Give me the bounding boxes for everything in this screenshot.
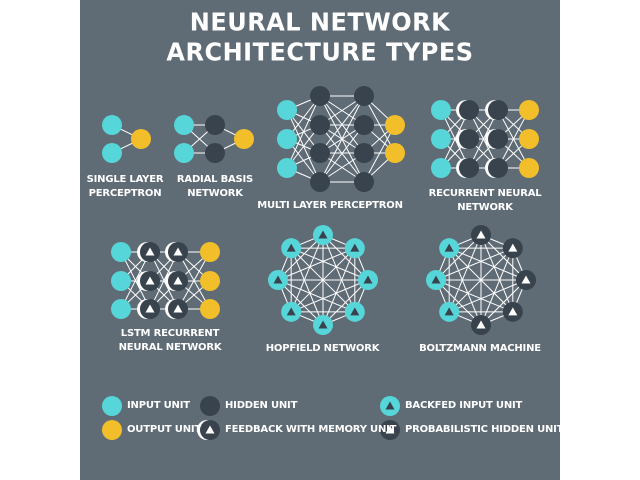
label-line: HOPFIELD NETWORK xyxy=(265,343,380,354)
title-line-2: ARCHITECTURE TYPES xyxy=(166,37,474,67)
node-output xyxy=(519,129,539,149)
node-input xyxy=(277,158,297,178)
label-line: SINGLE LAYER xyxy=(86,174,164,185)
node-input xyxy=(174,115,194,135)
node-hidden-memory xyxy=(456,100,479,120)
node-output xyxy=(519,100,539,120)
node-memory xyxy=(165,242,188,262)
node-memory xyxy=(197,420,220,440)
label-single-layer-perceptron: SINGLE LAYER PERCEPTRON xyxy=(80,173,170,201)
label-line: NEURAL NETWORK xyxy=(118,342,222,353)
legend-label-memory: FEEDBACK WITH MEMORY UNIT xyxy=(225,424,397,435)
node-output xyxy=(385,115,405,135)
label-line: MULTI LAYER PERCEPTRON xyxy=(257,200,403,211)
node-memory xyxy=(137,299,160,319)
label-radial-basis-network: RADIAL BASIS NETWORK xyxy=(170,173,260,201)
node-hidden-memory xyxy=(485,129,508,149)
node-hidden xyxy=(310,172,330,192)
poster: NEURAL NETWORK ARCHITECTURE TYPES SINGLE… xyxy=(80,0,564,480)
label-multi-layer-perceptron: MULTI LAYER PERCEPTRON xyxy=(250,199,410,213)
node-input xyxy=(102,115,122,135)
node-output xyxy=(385,143,405,163)
node-backfed-input xyxy=(358,270,378,290)
node-backfed-input xyxy=(268,270,288,290)
node-output xyxy=(102,420,122,440)
node-backfed-input xyxy=(313,315,333,335)
node-probabilistic-hidden xyxy=(502,238,523,259)
node-hidden-memory xyxy=(485,100,508,120)
label-lstm-recurrent-neural-network: LSTM RECURRENT NEURAL NETWORK xyxy=(105,327,235,355)
node-output xyxy=(200,299,220,319)
node-hidden-memory xyxy=(456,129,479,149)
label-line: PERCEPTRON xyxy=(88,188,162,199)
node-backfed-input xyxy=(380,396,400,416)
node-input xyxy=(111,271,131,291)
node-output xyxy=(200,271,220,291)
label-line: RADIAL BASIS xyxy=(176,174,254,185)
edges-multi-layer-perceptron xyxy=(286,95,396,183)
node-hidden xyxy=(354,172,374,192)
node-input xyxy=(431,100,451,120)
edges-boltzmann-machine xyxy=(435,234,527,326)
node-input xyxy=(431,129,451,149)
legend-label-probabilistic-hidden: PROBABILISTIC HIDDEN UNIT xyxy=(405,424,564,435)
node-backfed-input xyxy=(281,301,302,322)
node-input xyxy=(431,158,451,178)
node-output xyxy=(131,129,151,149)
legend-label-input: INPUT UNIT xyxy=(127,400,190,411)
node-input xyxy=(102,396,122,416)
node-hidden-memory xyxy=(456,158,479,178)
node-input xyxy=(111,299,131,319)
node-backfed-input xyxy=(426,270,446,290)
node-probabilistic-hidden xyxy=(516,270,536,290)
legend-label-backfed-input: BACKFED INPUT UNIT xyxy=(405,400,523,411)
node-probabilistic-hidden xyxy=(471,315,491,335)
node-input xyxy=(277,100,297,120)
node-input xyxy=(102,143,122,163)
node-memory xyxy=(137,271,160,291)
edges-hopfield-network xyxy=(277,234,369,326)
label-hopfield-network: HOPFIELD NETWORK xyxy=(255,342,390,356)
node-probabilistic-hidden xyxy=(471,225,491,245)
label-recurrent-neural-network: RECURRENT NEURAL NETWORK xyxy=(420,187,550,215)
network-diagrams xyxy=(102,86,539,440)
node-backfed-input xyxy=(313,225,333,245)
node-probabilistic-hidden xyxy=(380,420,400,440)
node-hidden xyxy=(310,115,330,135)
node-input xyxy=(174,143,194,163)
label-line: NETWORK xyxy=(457,202,513,213)
node-hidden xyxy=(205,115,225,135)
node-input xyxy=(111,242,131,262)
node-hidden xyxy=(310,86,330,106)
node-hidden-memory xyxy=(485,158,508,178)
title-line-1: NEURAL NETWORK xyxy=(189,7,451,37)
node-hidden xyxy=(354,86,374,106)
node-memory xyxy=(165,299,188,319)
node-output xyxy=(200,242,220,262)
node-probabilistic-hidden xyxy=(502,301,523,322)
node-hidden xyxy=(354,115,374,135)
node-hidden xyxy=(310,143,330,163)
node-hidden xyxy=(205,143,225,163)
node-input xyxy=(277,129,297,149)
node-hidden xyxy=(200,396,220,416)
node-hidden xyxy=(354,143,374,163)
legend-label-hidden: HIDDEN UNIT xyxy=(225,400,298,411)
label-boltzmann-machine: BOLTZMANN MACHINE xyxy=(410,342,550,356)
legend-label-output: OUTPUT UNIT xyxy=(127,424,202,435)
node-backfed-input xyxy=(439,238,460,259)
node-output xyxy=(234,129,254,149)
label-line: RECURRENT NEURAL xyxy=(428,188,542,199)
node-backfed-input xyxy=(439,301,460,322)
node-output xyxy=(519,158,539,178)
node-memory xyxy=(165,271,188,291)
label-line: BOLTZMANN MACHINE xyxy=(419,343,541,354)
node-memory xyxy=(137,242,160,262)
node-backfed-input xyxy=(344,301,365,322)
label-line: LSTM RECURRENT xyxy=(120,328,220,339)
node-backfed-input xyxy=(281,238,302,259)
node-backfed-input xyxy=(344,238,365,259)
label-line: NETWORK xyxy=(187,188,243,199)
